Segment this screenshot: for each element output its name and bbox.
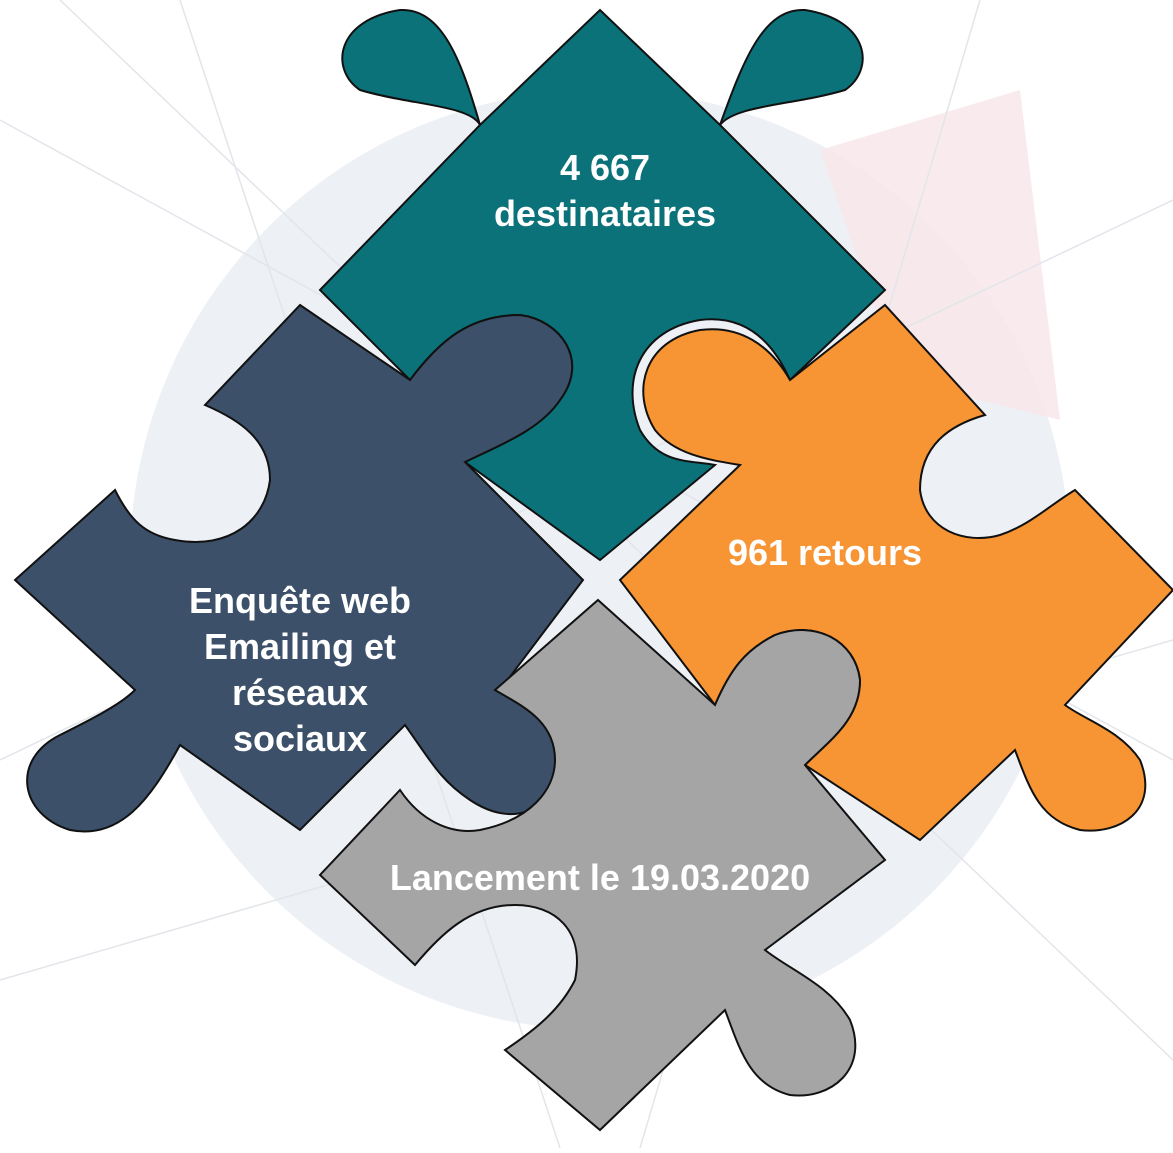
label-left: Enquête web Emailing et réseaux sociaux: [140, 578, 460, 762]
label-top-line2: destinataires: [493, 193, 717, 235]
label-bottom-line1: Lancement le 19.03.2020: [389, 857, 811, 898]
background-accent: [820, 90, 1060, 420]
label-top-line1: 4 667: [559, 147, 651, 188]
label-bottom: Lancement le 19.03.2020: [330, 855, 870, 901]
label-left-line1: Enquête web: [188, 580, 412, 621]
label-right: 961 retours: [680, 530, 970, 576]
puzzle-piece-left: [13, 303, 585, 833]
label-right-line1: 961 retours: [727, 532, 923, 573]
label-left-line3: réseaux: [231, 672, 369, 714]
label-left-line2: Emailing et: [203, 626, 397, 668]
label-top: 4 667 destinataires: [470, 145, 740, 237]
puzzle-piece-bottom: [318, 598, 887, 1132]
label-left-line4: sociaux: [232, 718, 368, 760]
